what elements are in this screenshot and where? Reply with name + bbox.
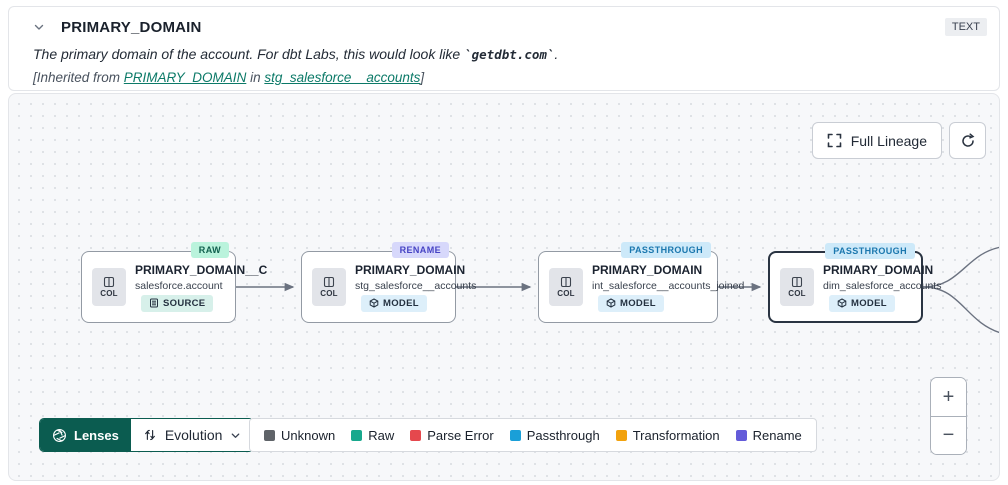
zoom-out-button[interactable]: − (931, 416, 966, 454)
resource-label: MODEL (383, 297, 419, 309)
raw-swatch (351, 429, 363, 441)
legend-label: Transformation (632, 427, 720, 443)
node-title: PRIMARY_DOMAIN (823, 262, 934, 277)
node-body: PRIMARY_DOMAIN dim_salesforce_accounts M… (823, 262, 942, 312)
resource-badge: SOURCE (141, 294, 214, 312)
legend-label: Unknown (281, 427, 336, 443)
lens-select-dropdown[interactable]: Evolution (130, 419, 254, 451)
collapse-chevron-icon[interactable] (33, 21, 45, 33)
resource-label: SOURCE (163, 297, 206, 309)
resource-badge: MODEL (829, 294, 895, 312)
description-period: . (554, 46, 559, 62)
inherited-model-link[interactable]: stg_salesforce__accounts (264, 70, 421, 85)
full-lineage-label: Full Lineage (850, 132, 927, 149)
lenses-button[interactable]: Lenses (40, 419, 131, 451)
description-code: `getdbt.com` (464, 47, 555, 62)
lineage-node-staging[interactable]: RENAME COL PRIMARY_DOMAIN stg_salesforce… (301, 242, 477, 323)
column-chip: COL (312, 268, 346, 306)
lenses-toolbar: Lenses Evolution (39, 418, 255, 452)
column-icon (103, 276, 115, 288)
resource-label: MODEL (851, 297, 887, 309)
zoom-controls: + − (930, 377, 967, 455)
legend-label: Parse Error (427, 427, 494, 443)
chevron-down-icon (232, 432, 240, 438)
node-title: PRIMARY_DOMAIN (355, 262, 466, 277)
model-icon (837, 298, 847, 308)
refresh-button[interactable] (949, 122, 986, 159)
node-subtitle: int_salesforce__accounts_joined (592, 279, 745, 292)
resource-badge: MODEL (361, 294, 427, 312)
column-icon (560, 276, 572, 288)
refresh-icon (960, 132, 976, 149)
model-icon (606, 298, 616, 308)
lineage-node-dim-selected[interactable]: PASSTHROUGH COL PRIMARY_DOMAIN dim_sales… (768, 243, 942, 323)
lineage-node-source[interactable]: RAW COL PRIMARY_DOMAIN__C salesforce.acc… (81, 242, 268, 323)
legend-label: Passthrough (526, 427, 600, 443)
status-badge: PASSTHROUGH (621, 242, 711, 258)
node-body: PRIMARY_DOMAIN stg_salesforce__accounts … (355, 262, 477, 312)
col-label: COL (320, 289, 338, 298)
inherited-prefix: [Inherited from (33, 70, 124, 85)
model-icon (369, 298, 379, 308)
col-label: COL (100, 289, 118, 298)
column-header-row: PRIMARY_DOMAIN TEXT (33, 15, 987, 39)
col-label: COL (788, 289, 806, 298)
lens-aperture-icon (53, 428, 66, 442)
lineage-canvas[interactable]: Full Lineage RAW COL PRIMARY_DOMAIN__C s… (8, 93, 1000, 481)
parse-error-swatch (410, 429, 422, 441)
column-details-card: PRIMARY_DOMAIN TEXT The primary domain o… (8, 6, 1000, 91)
unknown-swatch (264, 429, 275, 441)
column-chip: COL (549, 268, 583, 306)
resource-badge: MODEL (598, 294, 664, 312)
expand-icon (827, 133, 842, 148)
inherited-column-link[interactable]: PRIMARY_DOMAIN (123, 70, 247, 85)
legend-item-parse-error: Parse Error (410, 427, 494, 443)
legend-item-passthrough: Passthrough (509, 427, 600, 443)
legend-item-transformation: Transformation (615, 427, 720, 443)
node-title: PRIMARY_DOMAIN (592, 262, 703, 277)
rename-swatch (735, 429, 747, 441)
node-body: PRIMARY_DOMAIN int_salesforce__accounts_… (592, 262, 745, 312)
legend-item-raw: Raw (351, 428, 394, 443)
column-type-badge: TEXT (944, 18, 987, 36)
evolution-legend: Unknown Raw Parse Error Passthrough Tran… (249, 418, 817, 452)
lenses-label: Lenses (74, 427, 119, 443)
col-label: COL (557, 289, 575, 298)
node-body: PRIMARY_DOMAIN__C salesforce.account SOU… (135, 262, 268, 312)
status-badge: PASSTHROUGH (825, 243, 915, 259)
full-lineage-button[interactable]: Full Lineage (811, 122, 942, 159)
passthrough-swatch (509, 429, 521, 441)
inherited-note: [Inherited from PRIMARY_DOMAIN in stg_sa… (33, 70, 987, 85)
column-description: The primary domain of the account. For d… (33, 46, 987, 62)
status-badge: RAW (190, 242, 229, 258)
zoom-in-button[interactable]: + (931, 378, 966, 416)
legend-label: Raw (368, 427, 395, 443)
legend-item-rename: Rename (735, 427, 802, 443)
inherited-suffix: ] (420, 70, 425, 85)
legend-label: Rename (752, 427, 802, 443)
column-name-title: PRIMARY_DOMAIN (61, 18, 202, 36)
lens-selected-label: Evolution (164, 427, 223, 443)
node-subtitle: salesforce.account (135, 279, 223, 292)
column-chip: COL (780, 268, 814, 306)
resource-label: MODEL (620, 297, 656, 309)
column-icon (791, 276, 803, 288)
transformation-swatch (615, 429, 627, 441)
inherited-middle: in (246, 70, 265, 85)
column-icon (323, 276, 335, 288)
column-chip: COL (92, 268, 126, 306)
legend-item-unknown: Unknown (264, 428, 335, 443)
node-subtitle: dim_salesforce_accounts (823, 279, 942, 292)
node-subtitle: stg_salesforce__accounts (355, 279, 477, 292)
status-badge: RENAME (391, 242, 449, 258)
evolution-icon (144, 429, 155, 441)
node-title: PRIMARY_DOMAIN__C (135, 262, 268, 277)
description-text: The primary domain of the account. For d… (33, 46, 465, 62)
source-icon (150, 298, 158, 308)
lineage-node-intermediate[interactable]: PASSTHROUGH COL PRIMARY_DOMAIN int_sales… (538, 242, 745, 323)
